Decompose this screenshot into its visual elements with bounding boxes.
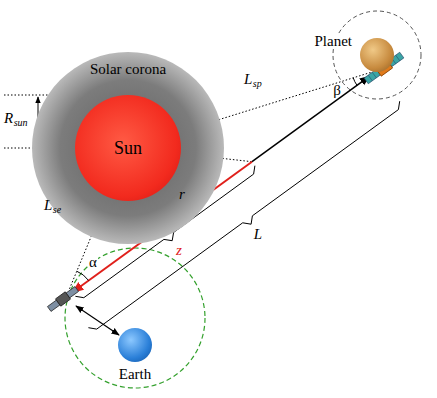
node-label: Sun [114, 139, 142, 157]
node-label: Earth [117, 367, 153, 382]
angle-arc [353, 78, 357, 86]
symbol-label: β [333, 83, 341, 98]
node-label: Planet [313, 34, 355, 49]
subscript-label: se [53, 205, 61, 215]
earth-body: Earth [118, 328, 152, 362]
signal-path [252, 76, 369, 161]
ground-link [76, 306, 119, 335]
planet-orbit [333, 11, 421, 99]
earth-satellite [47, 285, 80, 312]
symbol-label: z [176, 243, 182, 258]
node-label: Solar corona [90, 62, 166, 77]
corona-region: Solar coronaSun [32, 52, 224, 244]
earth-orbit [65, 248, 205, 388]
symbol-label: L [44, 198, 52, 213]
angle-arc [77, 271, 89, 280]
symbol-label: R [4, 111, 13, 126]
symbol-label: L [244, 72, 252, 87]
symbol-label: α [88, 255, 98, 270]
subscript-label: sun [14, 118, 28, 128]
symbol-label: r [179, 187, 185, 202]
planet-body: Planet [360, 38, 394, 72]
symbol-label: L [254, 227, 262, 242]
subscript-label: sp [253, 79, 262, 89]
sun-disc: Sun [75, 95, 181, 201]
